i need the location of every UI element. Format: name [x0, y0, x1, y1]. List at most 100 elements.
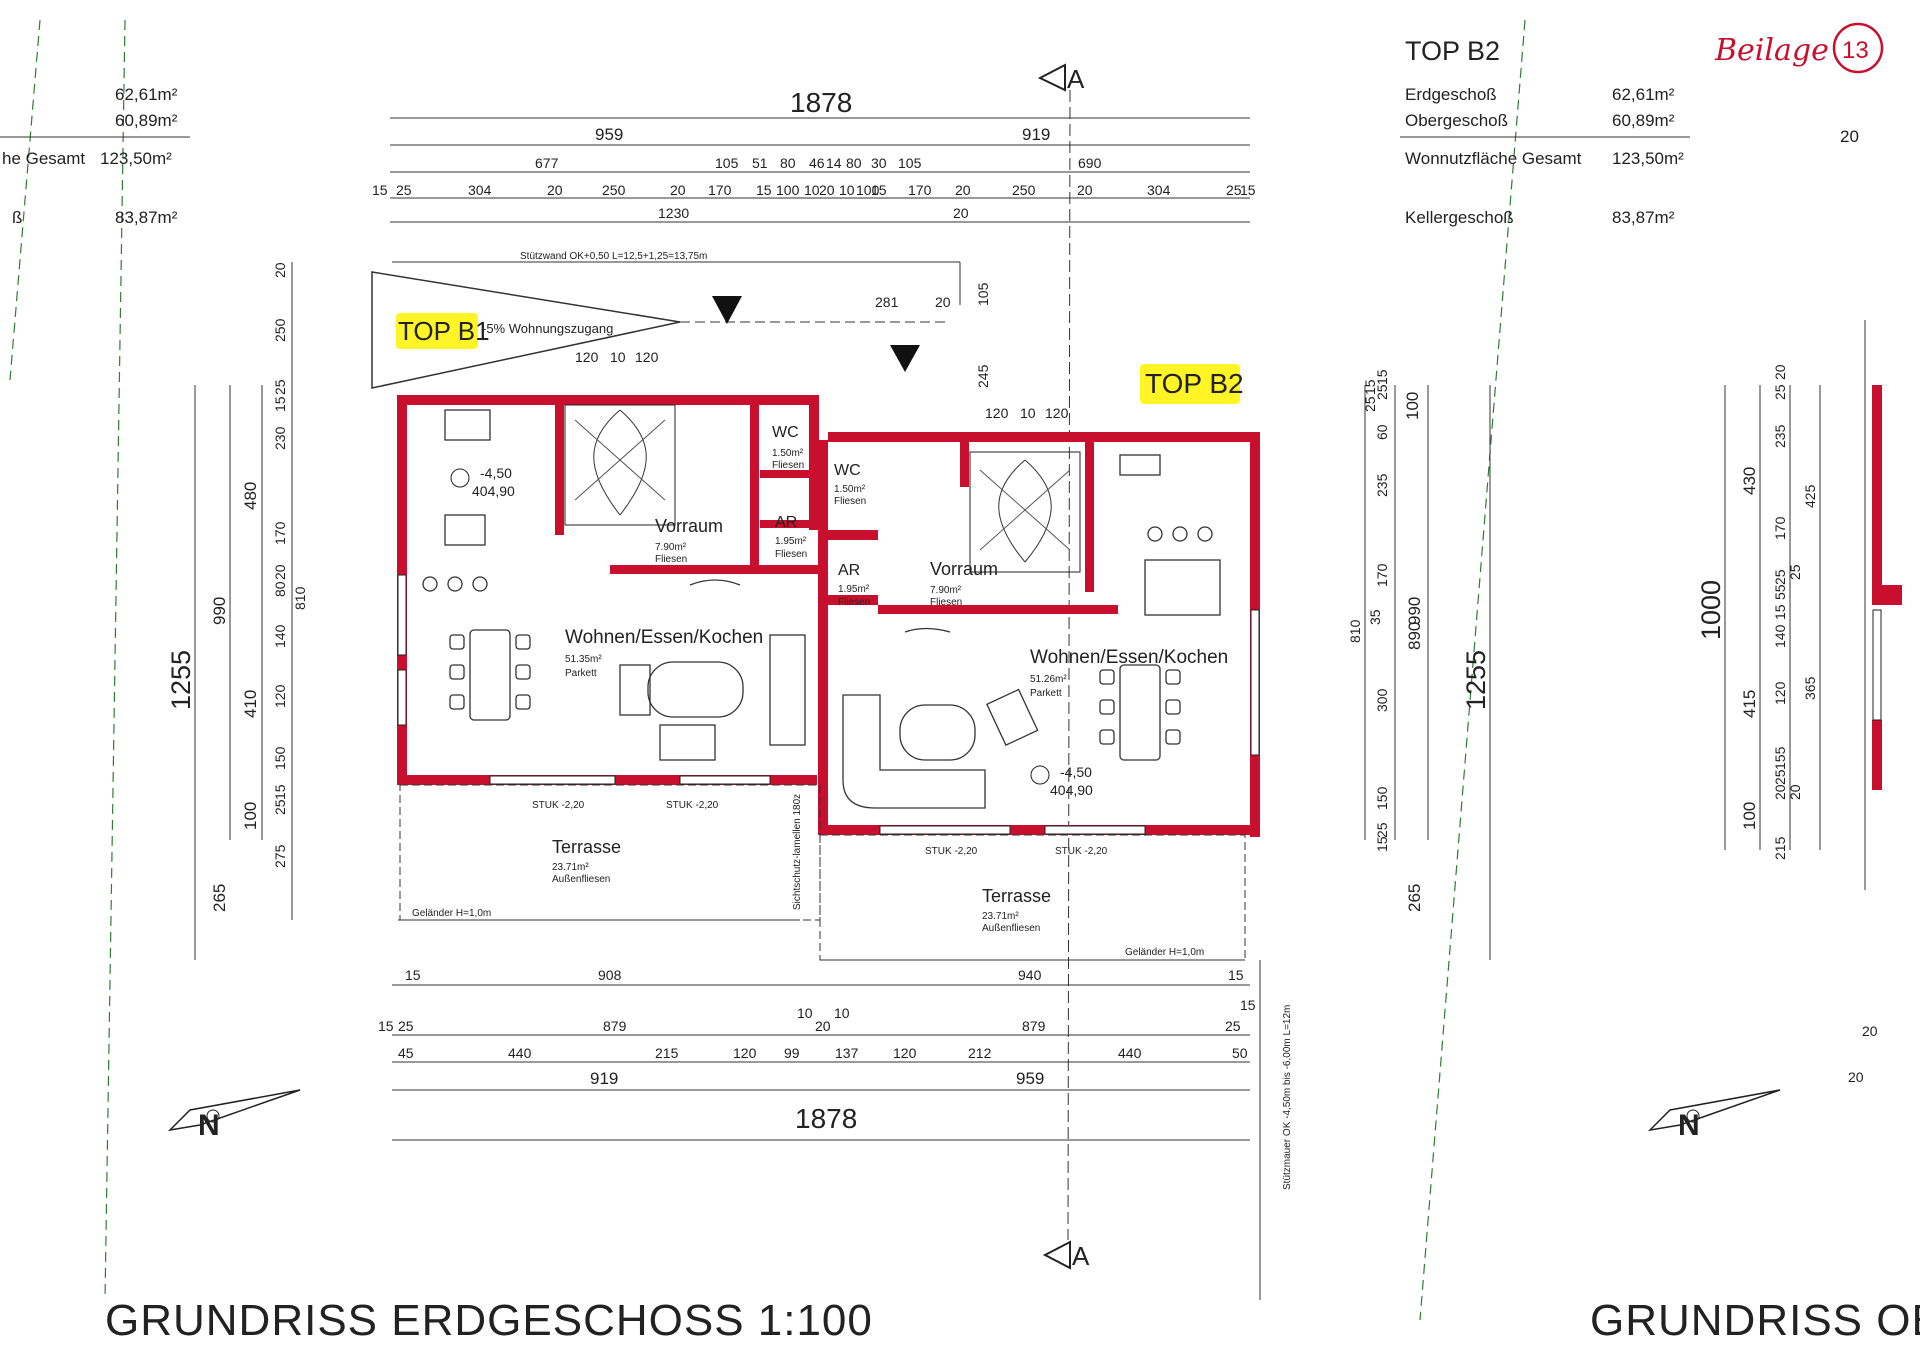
b2-ar-name: AR: [838, 562, 860, 579]
gelaender-right: Geländer H=1,0m: [1125, 947, 1204, 958]
dim-left-in-10: 15: [272, 784, 288, 800]
corner-note-number: 13: [1842, 37, 1869, 64]
dim-bot-r2-4: 10: [797, 1005, 813, 1021]
dim-right-total: 1255: [1461, 650, 1491, 710]
top-b2-highlight: [1140, 364, 1240, 404]
sichtschutz-note: Sichtschutz-lamellen 180z: [792, 794, 803, 910]
b2-terrasse-name: Terrasse: [982, 886, 1051, 906]
dim-right-in-5: 15: [1362, 379, 1378, 395]
dim-bot-r2-8: 25: [1225, 1018, 1241, 1034]
dim-top-r4-20: 25: [1226, 182, 1242, 198]
rooms-b1: Wohnen/Essen/Kochen 51.35m² Parkett Vorr…: [450, 424, 807, 679]
dim-far-in-5: 170: [1772, 516, 1788, 540]
b2-summary-label-2: Obergeschoß: [1405, 111, 1508, 130]
corner-note: Beilage: [1714, 33, 1829, 68]
dim-stair-b1-1: 120: [575, 349, 599, 365]
b1-vorraum-name: Vorraum: [655, 516, 723, 536]
dim-far-mark-3: 20: [1848, 1069, 1864, 1085]
dim-right-mid-8: 25: [1374, 822, 1390, 838]
left-summary-value-1: 62,61m²: [115, 85, 178, 104]
dim-far-mid-1: 430: [1740, 467, 1759, 495]
dim-top-r3-4: 80: [780, 155, 796, 171]
drawing-title-left: GRUNDRISS ERDGESCHOSS 1:100: [105, 1296, 873, 1345]
north-arrow-right-label: N: [1678, 1109, 1700, 1142]
dim-top-r4-10: 10: [804, 182, 820, 198]
section-line: [1067, 89, 1071, 1241]
dim-left-in-3: 15: [272, 396, 288, 412]
b2-stuk-1: STUK -2,20: [925, 846, 978, 857]
b1-living-floor: Parkett: [565, 668, 597, 679]
b2-summary-value-1: 62,61m²: [1612, 85, 1675, 104]
section-marker-bottom: A: [1042, 1240, 1090, 1271]
b2-living-area: 51.26m²: [1030, 674, 1067, 685]
dim-bot-terr-1: 15: [405, 967, 421, 983]
b2-terrasse-floor: Außenfliesen: [982, 923, 1040, 934]
bottom-dimensions: 15 908 940 15 15 25 879 10 20 10 879 25 …: [378, 967, 1256, 1141]
b2-level-marker: [1030, 765, 1050, 785]
dim-bot-r3-4: 120: [733, 1045, 757, 1061]
dim-far-in-8: 25: [1772, 569, 1788, 585]
dim-top-r4-11: 20: [819, 182, 835, 198]
dim-entry-281: 281: [875, 294, 899, 310]
dim-bot-r2-6: 10: [834, 1005, 850, 1021]
b2-wc-name: WC: [834, 462, 861, 479]
dim-top-r4-5: 250: [602, 182, 626, 198]
left-summary-value-3: 123,50m²: [100, 149, 172, 168]
b1-ar-area: 1.95m²: [775, 536, 807, 547]
b2-terrasse-area: 23.71m²: [982, 911, 1019, 922]
b2-living-floor: Parkett: [1030, 688, 1062, 699]
dim-right-outer-1: 990: [1405, 597, 1424, 625]
dim-top-r3-9: 105: [898, 155, 922, 171]
b1-vorraum-floor: Fliesen: [655, 554, 687, 565]
dim-bot-r3-1: 45: [398, 1045, 414, 1061]
dim-far-in-4: 425: [1802, 484, 1818, 508]
b1-level-marker: [450, 468, 470, 488]
dim-far-in-1: 25: [1772, 384, 1788, 400]
entry-arrow-b2: [890, 345, 920, 372]
dim-bot-terr-3: 940: [1018, 967, 1042, 983]
dim-far-in-16: 215: [1772, 836, 1788, 860]
stair-b1: [564, 404, 676, 526]
dim-left-outer-1: 990: [210, 597, 229, 625]
dim-top-r4-16: 20: [955, 182, 971, 198]
b2-area-summary: TOP B2 Erdgeschoß 62,61m² Obergeschoß 60…: [1400, 36, 1690, 227]
b2-summary-value-2: 60,89m²: [1612, 111, 1675, 130]
dim-stair-b1-3: 120: [635, 349, 659, 365]
dim-far-mark-1: 20: [1840, 127, 1859, 146]
dim-left-in-5: 170: [272, 521, 288, 545]
dim-far-in-2: 20: [1772, 364, 1788, 380]
corner-note-circle: [1832, 22, 1884, 74]
dim-stair-b1-2: 10: [610, 349, 626, 365]
b2-living-name: Wohnen/Essen/Kochen: [1030, 647, 1228, 668]
b2-vorraum-floor: Fliesen: [930, 597, 962, 608]
dim-entry-105: 105: [975, 282, 991, 306]
dim-right-mid-1: 100: [1403, 392, 1422, 420]
dim-far-in-3: 235: [1772, 424, 1788, 448]
far-right-dimensions: 1000 430 415 100 25 20 235 425 170 55 15…: [1696, 127, 1902, 1085]
section-marker-bottom-label: A: [1072, 1241, 1090, 1271]
left-summary-value-2: 60,89m²: [115, 111, 178, 130]
dim-left-in-9: 150: [272, 746, 288, 770]
dim-top-r4-19: 304: [1147, 182, 1171, 198]
b2-summary-label-4: Kellergeschoß: [1405, 208, 1514, 227]
dim-left-mid-3: 100: [241, 802, 260, 830]
b1-living-name: Wohnen/Essen/Kochen: [565, 627, 763, 648]
dim-left-in-12: 275: [272, 844, 288, 868]
dim-bot-r3-10: 50: [1232, 1045, 1248, 1061]
dim-top-r4-4: 20: [547, 182, 563, 198]
boundary-line-left2: [104, 19, 126, 1301]
section-marker-top: A: [1037, 63, 1085, 94]
dim-top-r4-17: 250: [1012, 182, 1036, 198]
boundary-line-left: [9, 19, 41, 381]
b2-wc-area: 1.50m²: [834, 484, 866, 495]
b2-summary-label-3: Wonnutzfläche Gesamt: [1405, 149, 1582, 168]
left-area-summary: 62,61m² 60,89m² he Gesamt 123,50m² ß 83,…: [0, 85, 190, 227]
north-arrow-left-label: N: [198, 1109, 220, 1142]
dim-top-r4-1: 15: [372, 182, 388, 198]
dim-top-half-1: 959: [595, 125, 623, 144]
b2-wc-floor: Fliesen: [834, 496, 866, 507]
dim-top-r4-9: 100: [776, 182, 800, 198]
top-b1-label: TOP B1: [398, 316, 490, 346]
terrace-b1: Terrasse 23.71m² Außenfliesen Geländer H…: [398, 784, 821, 921]
